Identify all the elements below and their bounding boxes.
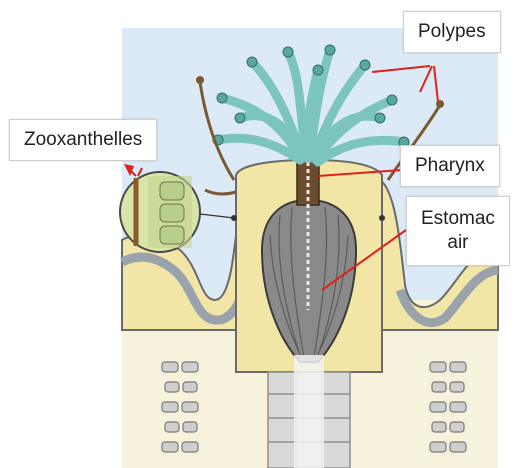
label-estomac: Estomac air [406,196,510,266]
label-polypes: Polypes [403,11,501,53]
outer-tentacle-tip-left [196,76,204,84]
label-estomac-line1: Estomac [421,207,495,231]
label-zooxanthelles: Zooxanthelles [9,119,157,161]
label-pharynx: Pharynx [400,145,500,187]
calcareous-skeleton [268,355,350,468]
tissue-marker-right [379,215,385,221]
label-estomac-line2: air [421,231,495,255]
